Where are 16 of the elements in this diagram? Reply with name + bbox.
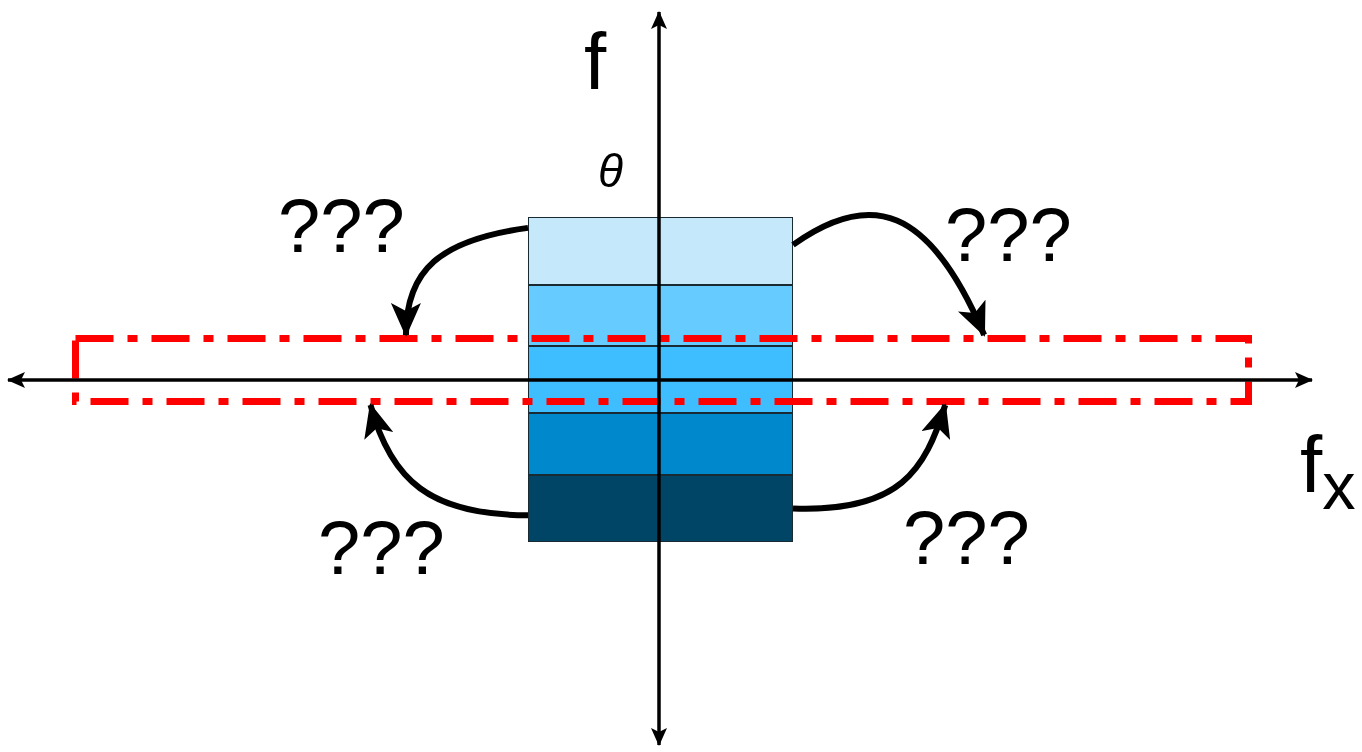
edge-label: ??? <box>945 197 1072 273</box>
stack-box <box>528 475 793 542</box>
curved-arrow <box>392 224 529 337</box>
stack-box <box>528 413 793 475</box>
axis-label: f$_{x}$ <box>1300 425 1356 520</box>
stack-box <box>528 285 793 346</box>
edge-label: ??? <box>278 188 405 264</box>
curved-arrow <box>365 403 529 519</box>
angle-symbol: θ <box>598 148 623 194</box>
edge-label: ??? <box>318 510 445 586</box>
dash-dot-frame <box>72 335 1252 405</box>
curved-arrow <box>793 403 950 512</box>
edge-label: ??? <box>903 500 1030 576</box>
stack-box <box>528 217 793 285</box>
curved-arrow <box>791 212 987 337</box>
axis-label: f <box>584 22 607 102</box>
